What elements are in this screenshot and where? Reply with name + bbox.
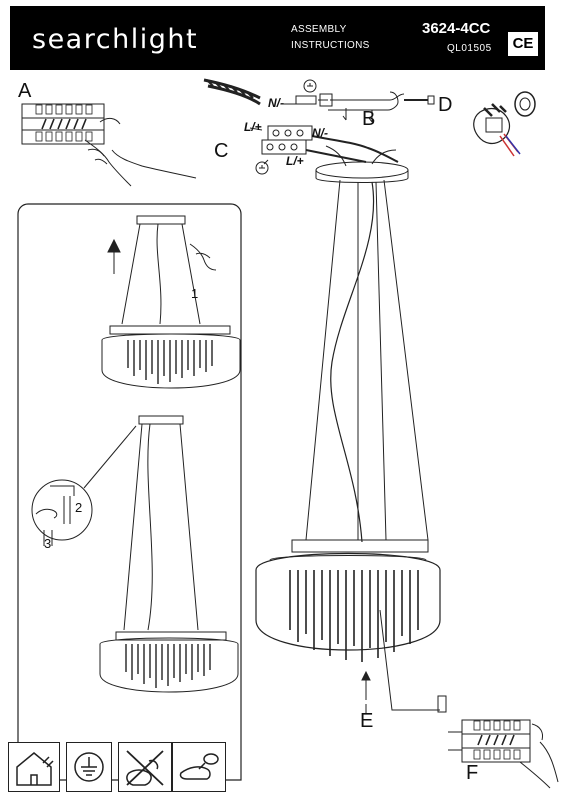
- step-number-3: 3: [44, 536, 52, 551]
- wire-label-n-mid: N/-: [312, 126, 328, 140]
- terminal-block-f: [448, 719, 559, 789]
- label-a: A: [18, 80, 32, 102]
- step-number-1: 1: [191, 286, 199, 301]
- lamp-step-1: [101, 215, 241, 389]
- document-code: QL01505: [447, 43, 492, 54]
- subtitle-line-2: INSTRUCTIONS: [291, 40, 370, 51]
- connector-closeup-d: [473, 91, 536, 157]
- indoor-use-icon: [8, 742, 60, 792]
- earth-ground-icon: [66, 742, 112, 792]
- wire-label-l-top: L/+: [244, 120, 262, 134]
- glove-bulb-icon: [172, 742, 226, 792]
- wire-label-n-top: N/-: [268, 96, 284, 110]
- wire-label-l-mid: L/+: [286, 154, 304, 168]
- step-number-2: 2: [75, 500, 83, 515]
- terminal-block-a: [21, 103, 197, 187]
- label-b: B: [362, 108, 376, 130]
- chandelier-main: [255, 145, 447, 714]
- label-f: F: [466, 762, 479, 784]
- subtitle-line-1: ASSEMBLY: [291, 24, 347, 35]
- steps-panel: [17, 203, 242, 781]
- brand-logo-text: searchlight: [32, 24, 199, 55]
- wiring-diagram-top: [203, 78, 435, 175]
- ce-mark-icon: CE: [508, 32, 538, 56]
- lamp-step-2: [31, 415, 239, 693]
- model-number: 3624-4CC: [422, 20, 491, 37]
- label-e: E: [360, 710, 374, 732]
- label-c: C: [214, 140, 229, 162]
- no-touch-bulb-icon: [118, 742, 172, 792]
- document-subtitle: ASSEMBLY INSTRUCTIONS: [291, 22, 370, 54]
- header-bar: searchlight ASSEMBLY INSTRUCTIONS 3624-4…: [10, 6, 545, 70]
- label-d: D: [438, 94, 453, 116]
